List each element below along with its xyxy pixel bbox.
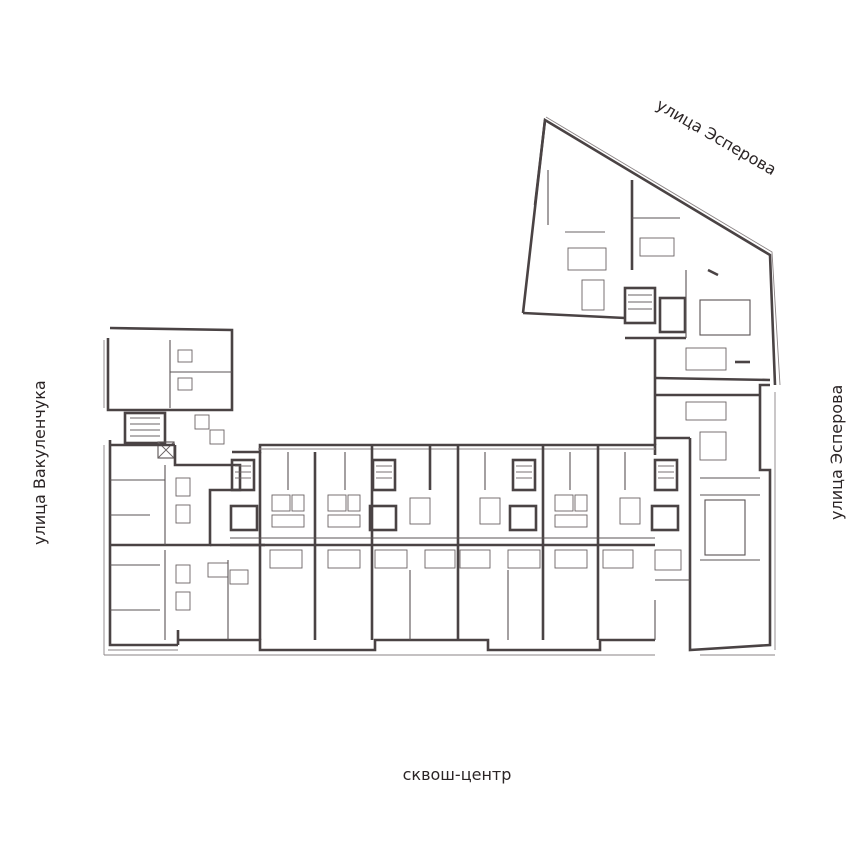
- street-label-left: улица Вакуленчука: [30, 380, 49, 545]
- street-label-right: улица Эсперова: [827, 385, 846, 520]
- street-label-top: улица Эсперова: [653, 95, 780, 179]
- east-wing: [655, 383, 776, 656]
- north-wing: [521, 116, 781, 445]
- central-block: [178, 443, 682, 656]
- bottom-label: сквош-центр: [403, 765, 512, 784]
- left-wing: [103, 326, 242, 656]
